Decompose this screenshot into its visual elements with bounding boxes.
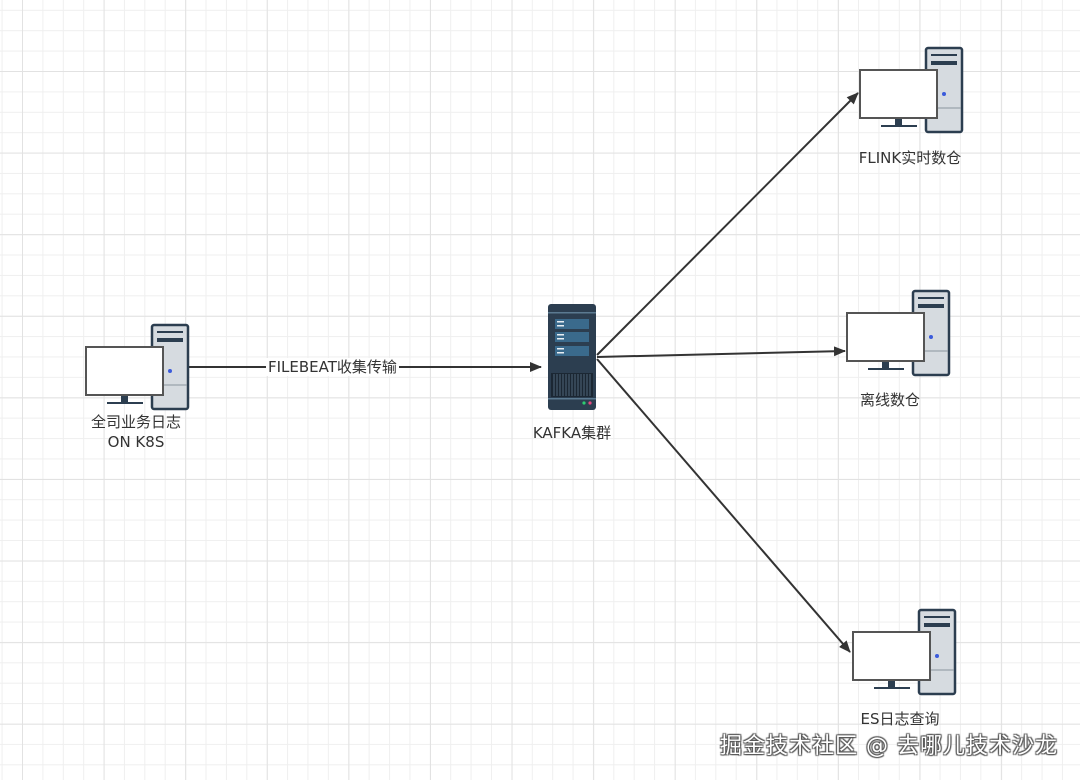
node-label-offline: 离线数仓 — [859, 391, 920, 409]
node-label-kafka: KAFKA集群 — [532, 424, 612, 442]
edge-kafka-to-es[interactable] — [596, 358, 851, 653]
node-kafka[interactable] — [548, 304, 596, 410]
desktop-computer-icon — [845, 289, 951, 377]
node-label-es: ES日志查询 — [860, 710, 940, 728]
watermark: 掘金技术社区 @ 去哪儿技术沙龙 — [720, 734, 1058, 759]
node-source[interactable] — [84, 323, 190, 411]
node-label-source: 全司业务日志 ON K8S — [66, 412, 206, 452]
node-label-source-line2: ON K8S — [107, 433, 165, 451]
node-es[interactable] — [851, 608, 957, 696]
node-label-flink: FLINK实时数仓 — [858, 149, 962, 167]
node-flink[interactable] — [858, 46, 964, 134]
desktop-computer-icon — [858, 46, 964, 134]
edge-label-filebeat: FILEBEAT收集传输 — [266, 358, 399, 376]
server-rack-icon — [548, 304, 596, 410]
edge-kafka-to-flink[interactable] — [596, 92, 859, 356]
edge-kafka-to-offline[interactable] — [596, 346, 846, 358]
desktop-computer-icon — [851, 608, 957, 696]
node-label-source-line1: 全司业务日志 — [90, 413, 181, 431]
node-offline[interactable] — [845, 289, 951, 377]
desktop-computer-icon — [84, 323, 190, 411]
